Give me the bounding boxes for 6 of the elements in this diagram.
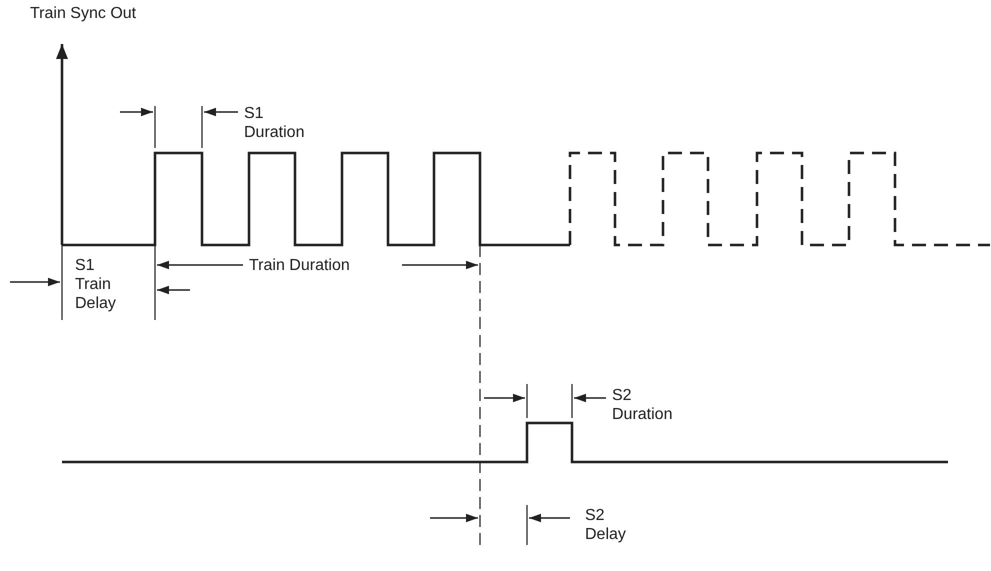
dimension-label: S1 Duration (244, 104, 306, 142)
dimension-label: S1 Train Delay (75, 256, 117, 313)
dimension-label: S2 Delay (585, 506, 627, 544)
axis-label: Train Sync Out (30, 4, 136, 23)
dimension-label: S2 Duration (612, 386, 674, 424)
dimension-label: Train Duration (249, 256, 350, 275)
